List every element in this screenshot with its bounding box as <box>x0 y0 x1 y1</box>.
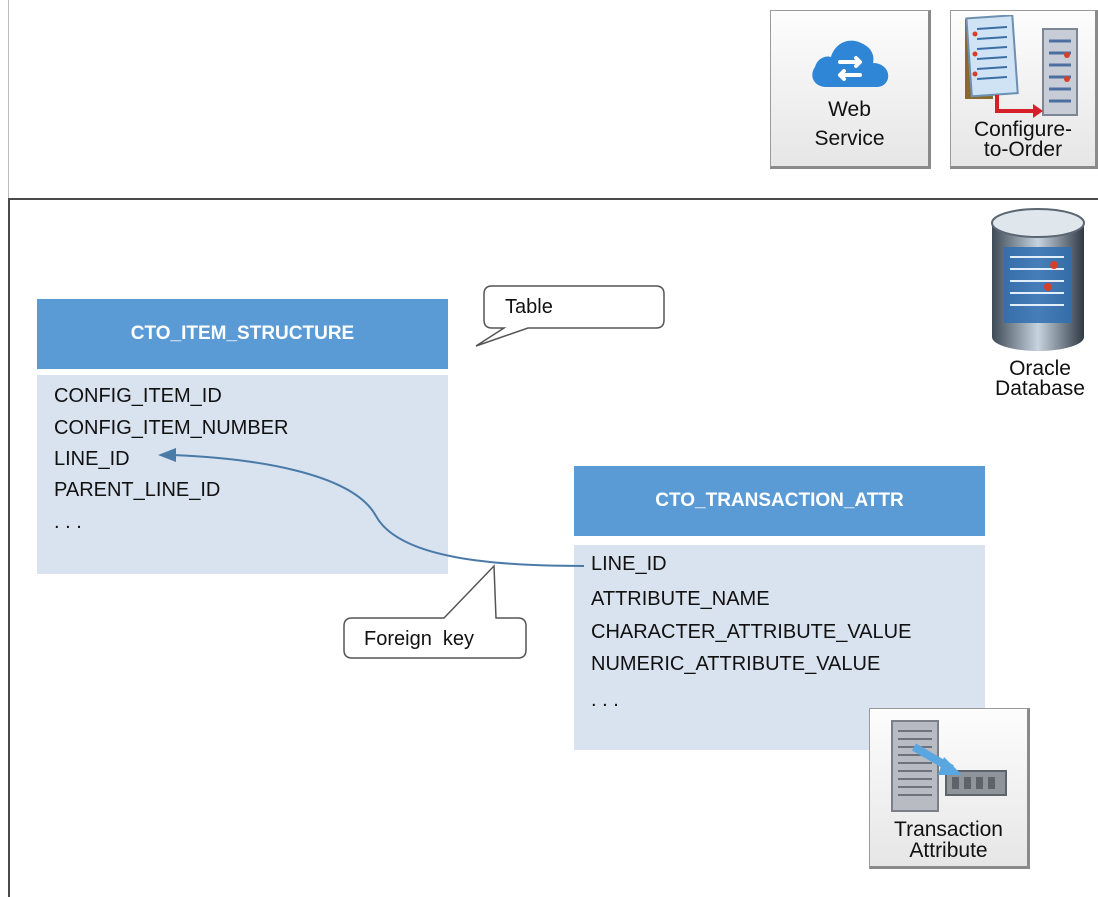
item-structure-column: PARENT_LINE_ID <box>54 479 221 501</box>
configure-to-order-icon <box>959 14 1091 126</box>
web-service-tile[interactable]: Web Service <box>770 10 931 169</box>
transaction-attr-column: CHARACTER_ATTRIBUTE_VALUE <box>591 621 912 643</box>
configure-to-order-label-line2: to-Order <box>983 138 1063 161</box>
database-icon <box>988 205 1088 360</box>
configure-to-order-label-line1: Configure- <box>973 118 1073 141</box>
database-label-line1: Oracle <box>1009 357 1071 380</box>
transaction-attribute-label-line2: Attribute <box>909 839 988 862</box>
left-frame-line <box>8 0 9 198</box>
transaction-attr-column: LINE_ID <box>591 553 667 575</box>
item-structure-header: CTO_ITEM_STRUCTURE <box>37 299 448 369</box>
item-structure-body: CONFIG_ITEM_ID CONFIG_ITEM_NUMBER LINE_I… <box>37 375 448 574</box>
transaction-attr-column: ATTRIBUTE_NAME <box>591 588 770 610</box>
table-callout-label: Table <box>505 296 553 318</box>
item-structure-column: . . . <box>54 511 82 533</box>
transaction-attribute-label-line1: Transaction <box>894 818 1003 841</box>
transaction-attr-header: CTO_TRANSACTION_ATTR <box>574 466 985 536</box>
top-divider-line <box>8 198 1098 200</box>
cloud-sync-icon <box>807 31 893 98</box>
left-frame-line-lower <box>8 198 10 897</box>
transaction-attr-column: . . . <box>591 689 619 711</box>
transaction-attribute-icon <box>884 717 1014 822</box>
web-service-label-line1: Web <box>828 98 871 121</box>
item-structure-column: LINE_ID <box>54 448 130 470</box>
transaction-attr-column: NUMERIC_ATTRIBUTE_VALUE <box>591 653 881 675</box>
item-structure-column: CONFIG_ITEM_NUMBER <box>54 417 289 439</box>
item-structure-column: CONFIG_ITEM_ID <box>54 385 222 407</box>
transaction-attribute-tile[interactable]: Transaction Attribute <box>869 708 1030 869</box>
configure-to-order-tile[interactable]: Configure- to-Order <box>950 10 1098 169</box>
foreign-key-callout-label: Foreign key <box>364 628 475 650</box>
web-service-label-line2: Service <box>814 127 885 150</box>
database-label-line2: Database <box>995 377 1085 400</box>
